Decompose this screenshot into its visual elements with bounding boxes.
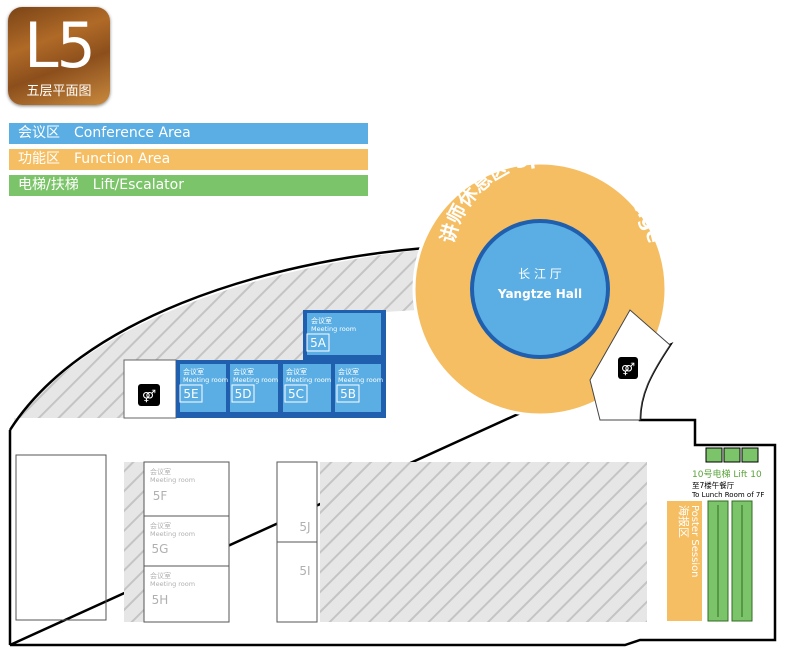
lift-note-en: To Lunch Room of 7F xyxy=(691,491,764,499)
room-5a-id: 5A xyxy=(310,336,327,350)
room-5h[interactable] xyxy=(143,565,230,623)
room-5h-zh: 会议室 xyxy=(150,571,171,580)
room-5c-id: 5C xyxy=(288,387,304,401)
west-lobby xyxy=(15,454,107,621)
room-5h-en: Meeting room xyxy=(150,580,195,588)
room-5j-id: 5J xyxy=(299,520,310,534)
lift-icon[interactable] xyxy=(741,447,759,463)
restroom-icon xyxy=(618,357,638,379)
room-5b-zh: 会议室 xyxy=(338,367,359,376)
room-5a-en: Meeting room xyxy=(311,325,356,333)
room-5e-id-box xyxy=(179,384,203,403)
room-5g-zh: 会议室 xyxy=(150,521,171,530)
room-5d-zh: 会议室 xyxy=(233,367,254,376)
legend-function-en: Function Area xyxy=(74,151,171,167)
room-5f-id: 5F xyxy=(153,489,168,503)
room-5c-zh: 会议室 xyxy=(286,367,307,376)
poster-zh: 海报区 xyxy=(677,505,691,538)
legend-conference-zh: 会议区 xyxy=(18,125,60,141)
room-5f-en: Meeting room xyxy=(150,476,195,484)
room-5d-id-box xyxy=(231,384,255,403)
room-5c-id-box xyxy=(284,384,308,403)
room-5b[interactable] xyxy=(335,364,381,412)
lift-icon[interactable] xyxy=(705,447,723,463)
restroom-icon xyxy=(138,384,160,406)
legend-conference: 会议区 Conference Area xyxy=(9,123,368,144)
poster-en: Poster Session xyxy=(689,505,700,578)
yangtze-hall[interactable] xyxy=(470,219,610,359)
floor-caption: 五层平面图 xyxy=(26,84,92,99)
room-5b-en: Meeting room xyxy=(338,376,383,384)
room-5b-id-box xyxy=(336,384,360,403)
legend-lift: 电梯/扶梯 Lift/Escalator xyxy=(9,175,368,196)
floor-badge: L5 五层平面图 xyxy=(8,7,110,105)
lift-icon[interactable] xyxy=(723,447,741,463)
room-5b-id: 5B xyxy=(340,387,356,401)
poster-session xyxy=(667,501,702,621)
legend-function-zh: 功能区 xyxy=(18,151,60,167)
legend-lift-en: Lift/Escalator xyxy=(92,177,184,193)
room-5h-id: 5H xyxy=(152,593,169,607)
room-5a-id-box xyxy=(306,333,330,352)
hatched-zone-center xyxy=(320,462,647,622)
room-5g-id: 5G xyxy=(152,542,169,556)
lift-note-zh: 至7楼午餐厅 xyxy=(692,480,735,490)
room-5d-en: Meeting room xyxy=(233,376,278,384)
room-5i[interactable] xyxy=(276,541,318,623)
restroom-icon-glyph: ⚤ xyxy=(142,389,156,403)
room-5f-zh: 会议室 xyxy=(150,467,171,476)
room-5e[interactable] xyxy=(180,364,226,412)
room-5e-en: Meeting room xyxy=(183,376,228,384)
hatched-corridor-west xyxy=(124,462,144,622)
hall-name-zh: 长 江 厅 xyxy=(518,267,562,281)
hall-name-en: Yangtze Hall xyxy=(497,287,582,301)
legend-lift-zh: 电梯/扶梯 xyxy=(18,177,79,193)
room-5a-zh: 会议室 xyxy=(311,316,332,325)
room-5e-id: 5E xyxy=(183,387,198,401)
room-5j[interactable] xyxy=(276,461,318,543)
restroom-icon-glyph: ⚤ xyxy=(621,362,635,376)
hatched-zone-north xyxy=(14,250,420,425)
legend-conference-en: Conference Area xyxy=(74,125,191,141)
room-5i-id: 5I xyxy=(299,564,310,578)
floor-level: L5 xyxy=(24,9,96,82)
room-5d-id: 5D xyxy=(235,387,252,401)
room-5e-zh: 会议室 xyxy=(183,367,204,376)
lift-title: 10号电梯 Lift 10 xyxy=(692,468,762,480)
legend-function: 功能区 Function Area xyxy=(9,149,368,170)
room-5g-en: Meeting room xyxy=(150,530,195,538)
room-5c-en: Meeting room xyxy=(286,376,331,384)
